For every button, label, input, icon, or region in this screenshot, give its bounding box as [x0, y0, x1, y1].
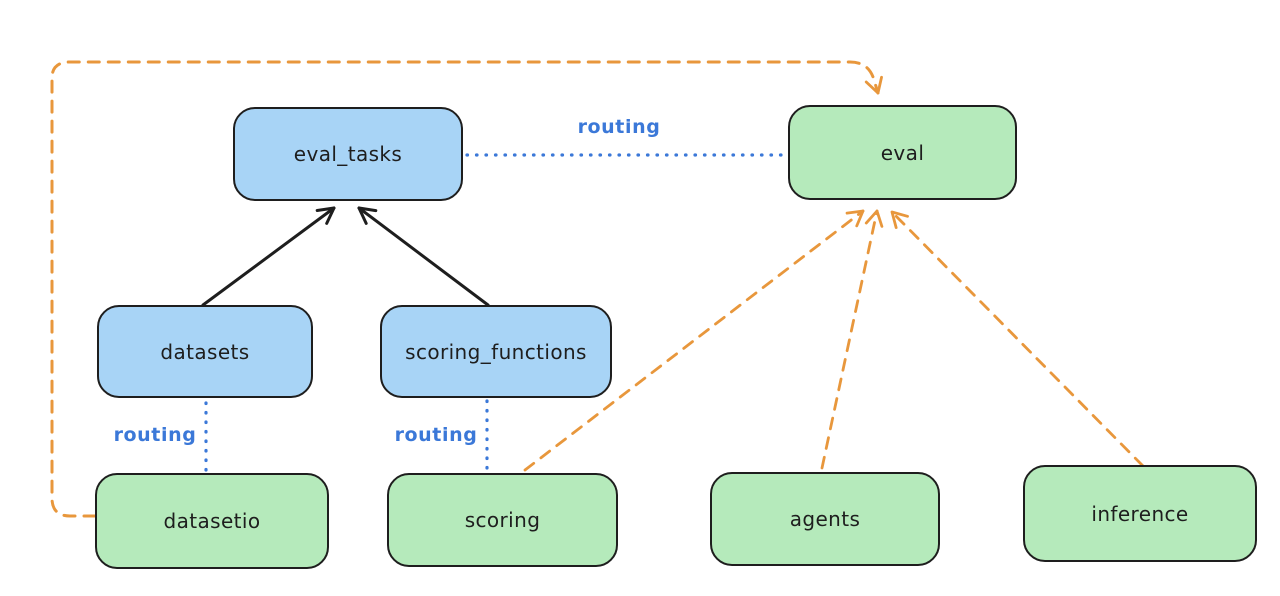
node-datasetio-label: datasetio [163, 509, 261, 533]
edge-datasets-to-eval-tasks [201, 206, 336, 307]
node-eval-label: eval [880, 140, 925, 165]
edge-label-routing-scoring: routing [394, 424, 478, 446]
node-datasets-label: datasets [160, 339, 250, 364]
node-eval: eval [788, 105, 1017, 200]
edge-inference-to-eval [890, 210, 1145, 468]
node-eval-tasks-label: eval_tasks [293, 142, 403, 166]
node-scoring-label: scoring [464, 508, 541, 532]
node-datasetio: datasetio [95, 473, 329, 569]
edge-scoring-to-eval [523, 209, 865, 472]
node-scoring: scoring [387, 473, 618, 567]
node-inference: inference [1023, 465, 1257, 562]
edge-scoring-functions-to-eval-tasks [357, 206, 490, 307]
edge-datasetio-to-eval [50, 60, 883, 518]
node-inference-label: inference [1091, 501, 1189, 526]
edge-label-routing-top: routing [577, 116, 661, 138]
node-datasets: datasets [97, 305, 313, 398]
node-agents: agents [710, 472, 940, 566]
edge-label-routing-datasets: routing [113, 424, 197, 446]
node-scoring-functions: scoring_functions [380, 305, 612, 398]
node-eval-tasks: eval_tasks [233, 107, 463, 201]
node-scoring-functions-label: scoring_functions [405, 339, 587, 364]
edge-agents-to-eval [820, 209, 884, 470]
node-agents-label: agents [789, 507, 861, 531]
